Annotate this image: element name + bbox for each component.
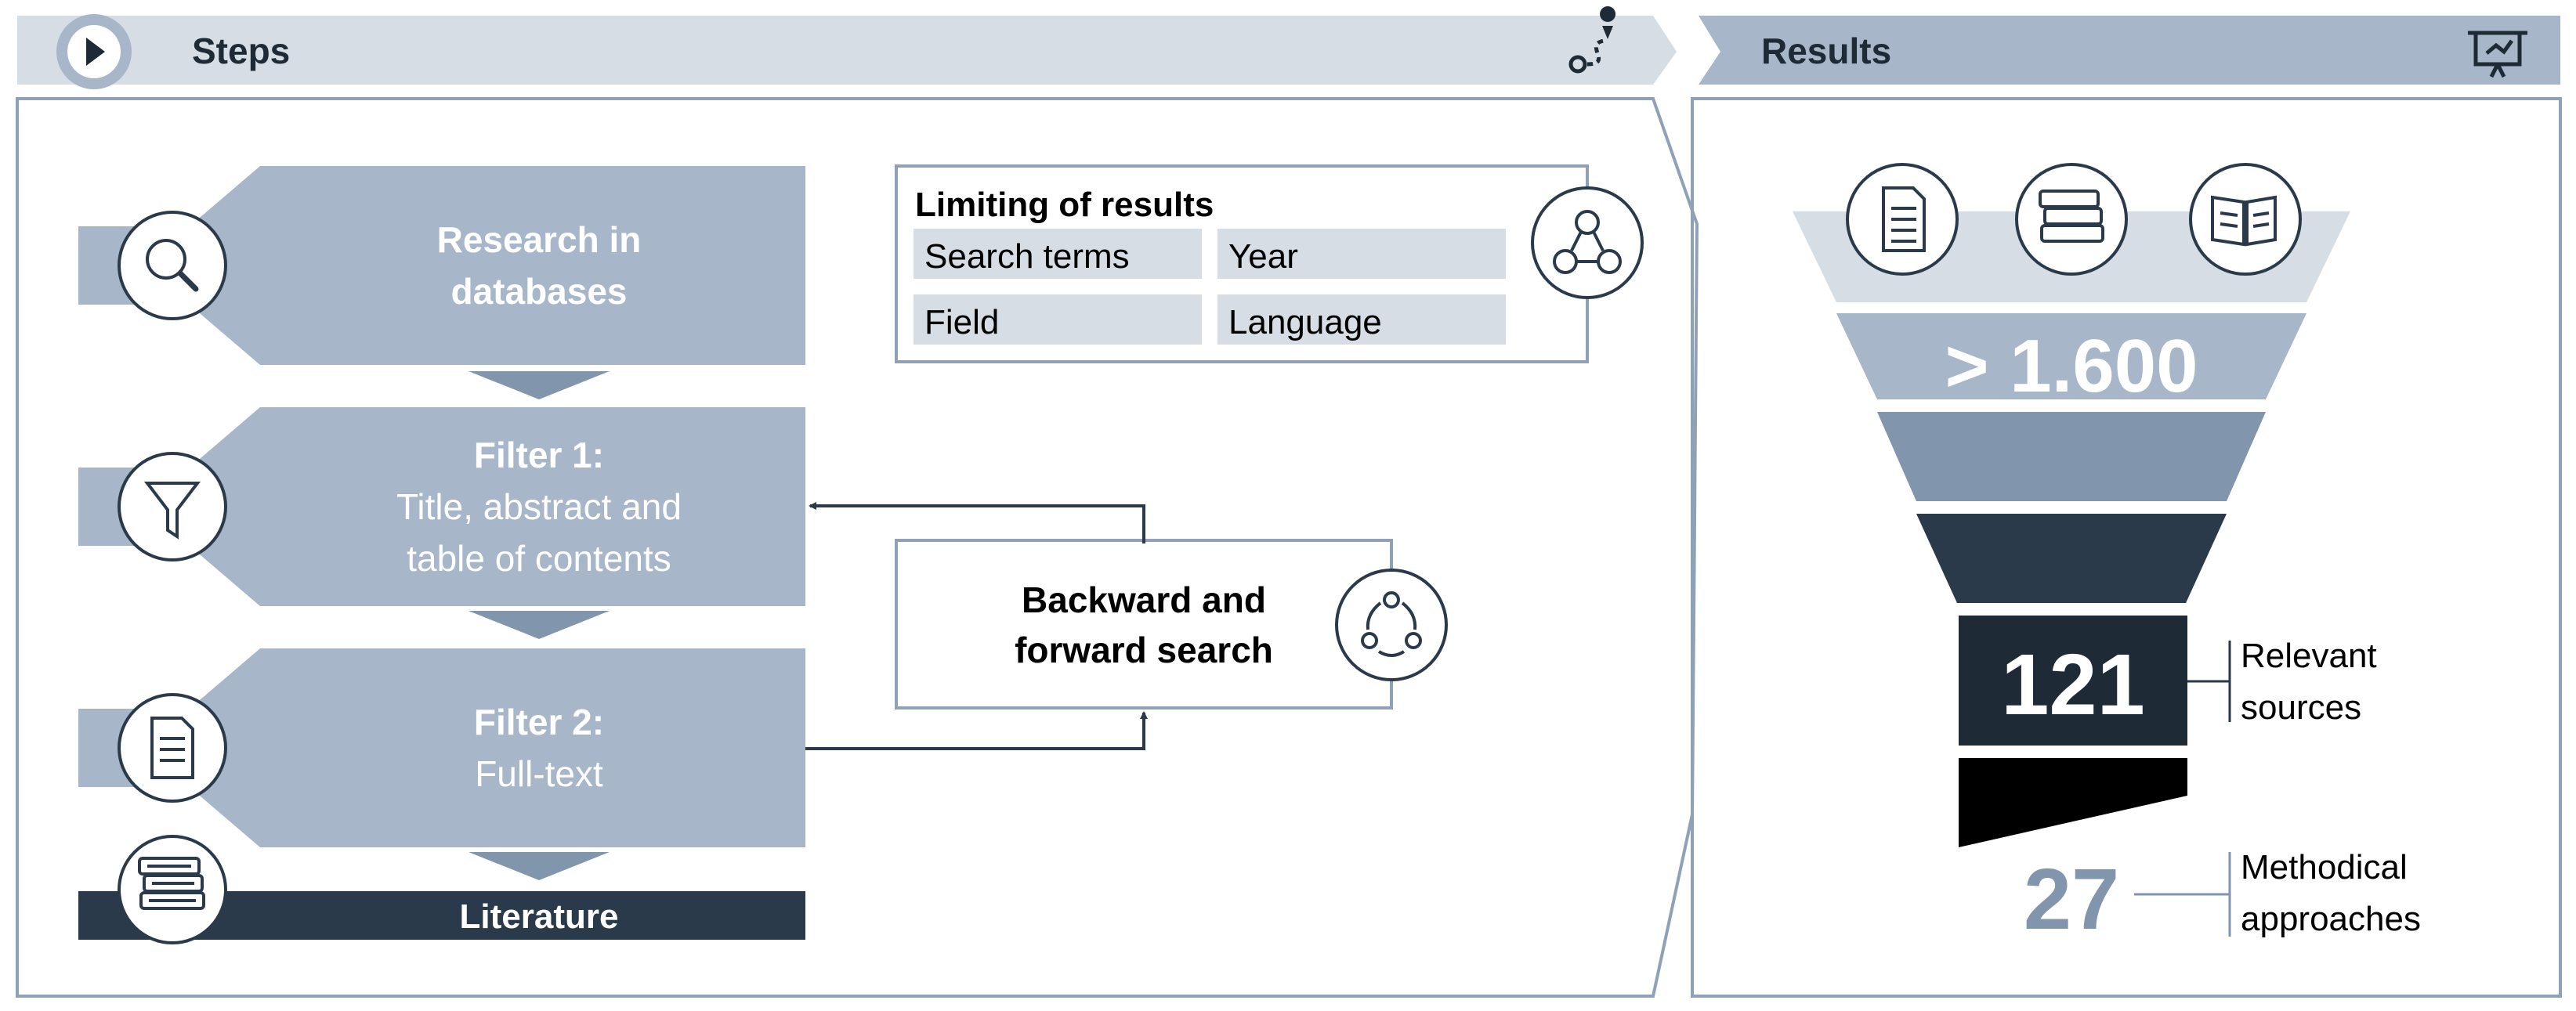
- funnel-icon-document-circle: [1846, 163, 1959, 276]
- method-count: 27: [2024, 851, 2119, 948]
- funnel-icon-books-circle: [2015, 163, 2128, 276]
- step-1-line-1: Research in: [437, 219, 642, 260]
- step-shape-2: [78, 407, 805, 606]
- open-book-icon: [2211, 195, 2277, 247]
- limiting-item-field: Field: [924, 303, 999, 341]
- backward-icon-circle: [1335, 569, 1448, 681]
- step-1-line-2: databases: [450, 271, 627, 312]
- feedback-arrow-in: [805, 711, 1148, 750]
- results-panel-frame: [1691, 97, 2562, 998]
- step-block-2: Filter 1: Title, abstract and table of con…: [78, 407, 805, 606]
- step-3-line-1: Filter 2:: [474, 702, 604, 742]
- funnel-total-value: > 1.600: [1945, 324, 2198, 408]
- filter-icon: [143, 482, 201, 540]
- backward-forward-box: Backward and forward search: [805, 502, 1448, 750]
- cycle-icon: [1361, 591, 1422, 657]
- document-icon: [1882, 186, 1926, 252]
- method-label-1: Methodical: [2241, 848, 2408, 886]
- funnel-band-4: [1916, 514, 2227, 603]
- relevant-label-1: Relevant: [2241, 637, 2377, 675]
- backward-line-1: Backward and: [1022, 580, 1266, 620]
- books-icon: [2039, 190, 2104, 243]
- steps-column: Research in databases Filter 1: Title, abs…: [78, 166, 805, 847]
- backward-line-2: forward search: [1015, 630, 1273, 670]
- literature-bar: Literature: [78, 835, 805, 944]
- route-icon: [1568, 6, 1616, 74]
- step-3-line-2: Full-text: [475, 753, 603, 794]
- results-header: Results: [1699, 16, 2560, 85]
- method-label-2: approaches: [2241, 900, 2421, 938]
- funnel-total-band: [1836, 313, 2306, 399]
- step-block-3: Filter 2: Full-text: [78, 648, 805, 847]
- relevant-label-2: sources: [2241, 688, 2361, 727]
- step-icon-circle-1: [118, 211, 227, 320]
- step-2-line-3: table of contents: [407, 538, 671, 579]
- network-icon: [1553, 210, 1622, 274]
- steps-title: Steps: [192, 31, 290, 71]
- funnel-relevant-box: [1959, 616, 2187, 746]
- results-header-band: [1699, 16, 2560, 85]
- feedback-arrow-up: [809, 502, 1145, 543]
- step-shape-3: [78, 648, 805, 847]
- step-2-line-1: Filter 1:: [474, 435, 604, 475]
- limiting-box: Limiting of results Search terms Year Fi…: [895, 164, 1644, 363]
- step-2-line-2: Title, abstract and: [396, 486, 682, 527]
- limiting-title: Limiting of results: [915, 186, 1214, 224]
- funnel-band-3: [1877, 412, 2266, 501]
- play-icon[interactable]: [56, 14, 132, 89]
- steps-header-band: [17, 16, 1677, 85]
- magnifier-icon: [146, 239, 199, 292]
- down-arrow-3: [469, 852, 610, 880]
- step-shape-1: [78, 166, 805, 365]
- limiting-item-language: Language: [1228, 303, 1382, 341]
- limiting-item-search-terms: Search terms: [924, 237, 1130, 276]
- funnel-relevant-value: 121: [2001, 637, 2145, 733]
- document-icon: [150, 717, 194, 779]
- books-icon: [138, 857, 205, 910]
- down-arrow-1: [469, 371, 610, 399]
- step-block-1: Research in databases: [78, 166, 805, 365]
- literature-label: Literature: [460, 897, 619, 936]
- limiting-icon-circle: [1531, 186, 1644, 299]
- funnel-icon-open-book-circle: [2189, 163, 2302, 276]
- results-title: Results: [1761, 31, 1891, 71]
- funnel-bottom-wedge: [1959, 758, 2187, 847]
- presentation-icon: [2468, 31, 2527, 78]
- limiting-item-year: Year: [1228, 237, 1298, 276]
- funnel: > 1.600 121: [1793, 163, 2421, 948]
- down-arrow-2: [469, 611, 610, 639]
- steps-header: Steps: [17, 6, 1677, 89]
- step-icon-circle-2: [118, 452, 227, 561]
